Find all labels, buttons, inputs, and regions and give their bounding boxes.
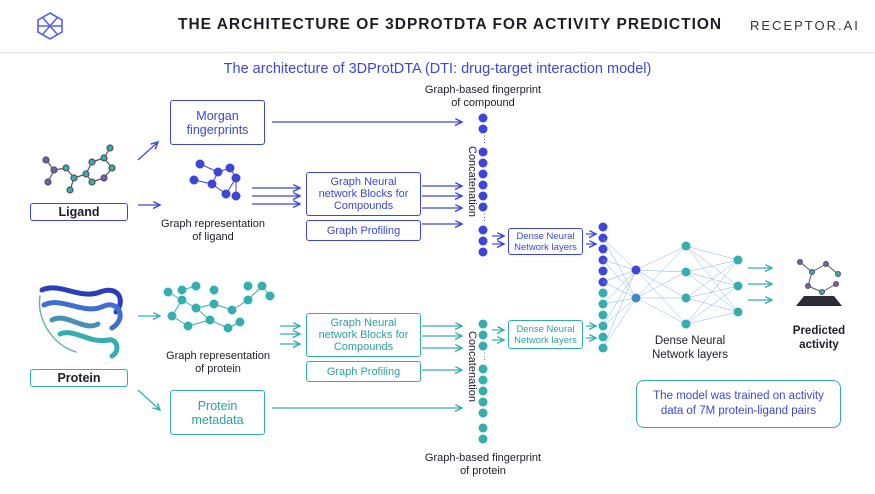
page-title: THE ARCHITECTURE OF 3DPROTDTA FOR ACTIVI… — [178, 16, 723, 33]
predicted-complex-icon — [796, 259, 842, 306]
ligand-graph — [189, 159, 241, 201]
compound-fingerprint-column: ⋮ ⋮ — [478, 113, 489, 257]
ligand-graph-profiling-box: Graph Profiling — [306, 220, 421, 241]
ligand-label: Ligand — [30, 203, 128, 221]
svg-text:⋮: ⋮ — [480, 134, 489, 144]
protein-graph-profiling-box: Graph Profiling — [306, 361, 421, 382]
ligand-molecule-icon — [42, 144, 116, 194]
protein-graph — [163, 281, 275, 333]
protein-arrows — [137, 268, 772, 410]
protein-concatenation-label: Concatenation — [466, 331, 478, 402]
protein-fingerprint-column: ⋮ — [478, 319, 489, 444]
brand-name: RECEPTOR.AI — [750, 18, 860, 33]
protein-structure-icon — [38, 285, 123, 359]
combined-layer-column — [598, 222, 608, 353]
header-bar: THE ARCHITECTURE OF 3DPROTDTA FOR ACTIVI… — [0, 0, 875, 53]
protein-label: Protein — [30, 369, 128, 387]
receptor-logo-icon — [37, 12, 63, 40]
diagram-subtitle: The architecture of 3DProtDTA (DTI: drug… — [223, 61, 652, 77]
dense-network-nodes — [631, 241, 743, 329]
svg-text:⋮: ⋮ — [480, 212, 489, 222]
ligand-arrows — [137, 122, 596, 244]
svg-text:⋮: ⋮ — [480, 351, 489, 361]
dense-network-edges — [602, 237, 739, 349]
ligand-concatenation-label: Concatenation — [466, 146, 478, 217]
